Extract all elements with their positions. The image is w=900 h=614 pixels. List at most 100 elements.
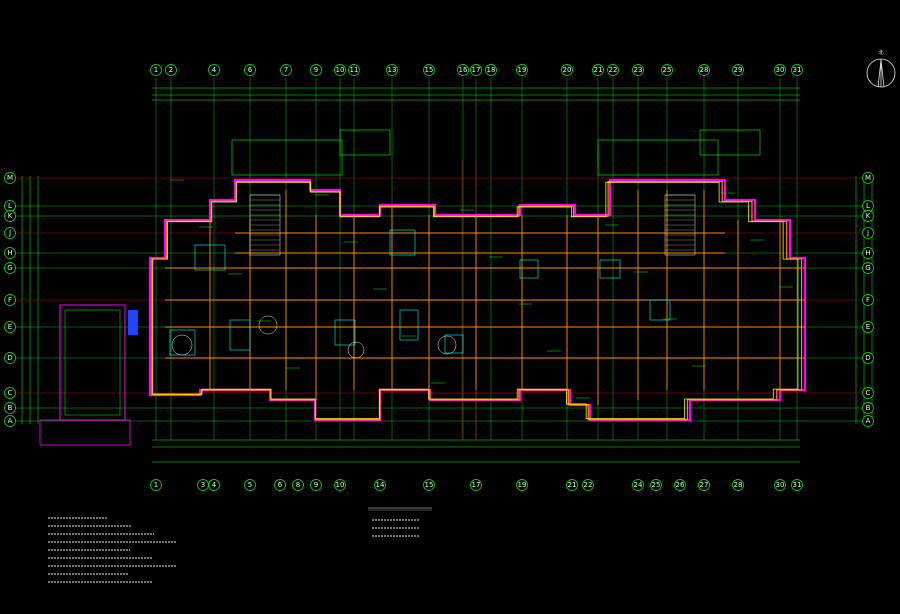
furniture-block: [444, 334, 464, 354]
staircase: [664, 194, 696, 256]
axis-bubble-bottom: 21: [566, 479, 578, 491]
axis-bubble-bottom: 24: [632, 479, 644, 491]
axis-bubble-label: C: [8, 389, 13, 397]
axis-bubble-circle: [862, 247, 874, 259]
axis-bubble-right: D: [862, 352, 874, 364]
axis-bubble-label: 22: [609, 66, 618, 74]
axis-bubble-circle: [470, 64, 482, 76]
axis-bubble-circle: [274, 479, 286, 491]
axis-bubble-circle: [561, 64, 573, 76]
axis-bubble-bottom: 28: [732, 479, 744, 491]
axis-bubble-label: 31: [793, 481, 802, 489]
axis-bubble-top: 17: [470, 64, 482, 76]
axis-bubble-top: 15: [423, 64, 435, 76]
drawing-title: [368, 507, 432, 511]
axis-bubble-left: A: [4, 415, 16, 427]
balcony-outline: [597, 139, 719, 176]
axis-bubble-top: 23: [632, 64, 644, 76]
axis-bubble-label: A: [8, 417, 13, 425]
axis-bubble-bottom: 6: [274, 479, 286, 491]
axis-bubble-circle: [791, 479, 803, 491]
axis-bubble-bottom: 8: [292, 479, 304, 491]
axis-bubble-circle: [698, 64, 710, 76]
axis-bubble-left: F: [4, 294, 16, 306]
axis-bubble-circle: [774, 64, 786, 76]
fixture-circle: [347, 341, 365, 359]
axis-bubble-right: B: [862, 402, 874, 414]
axis-bubble-circle: [208, 479, 220, 491]
axis-bubble-right: A: [862, 415, 874, 427]
axis-bubble-bottom: 10: [334, 479, 346, 491]
drawing-notes: [48, 517, 420, 583]
axis-bubble-circle: [165, 64, 177, 76]
axis-bubble-circle: [674, 479, 686, 491]
axis-bubble-label: 23: [634, 66, 643, 74]
axis-bubble-circle: [732, 64, 744, 76]
axis-bubble-label: 11: [350, 66, 359, 74]
axis-bubble-circle: [862, 227, 874, 239]
axis-bubble-label: 22: [584, 481, 593, 489]
staircase: [249, 194, 281, 256]
axis-bubble-top: 9: [310, 64, 322, 76]
axis-bubble-top: 22: [607, 64, 619, 76]
north-arrow-icon: 北: [866, 49, 896, 88]
axis-bubble-label: J: [8, 229, 11, 237]
axis-bubble-label: 10: [336, 481, 345, 489]
axis-bubble-top: 29: [732, 64, 744, 76]
axis-bubble-circle: [650, 479, 662, 491]
axis-bubble-circle: [791, 64, 803, 76]
axis-bubble-label: 18: [487, 66, 496, 74]
axis-bubble-label: 19: [518, 66, 527, 74]
balcony-outline: [699, 129, 761, 156]
axis-bubble-circle: [862, 172, 874, 184]
svg-text:北: 北: [878, 49, 883, 56]
axis-bubble-circle: [862, 402, 874, 414]
axis-bubble-circle: [607, 64, 619, 76]
axis-bubble-label: 8: [296, 481, 300, 489]
axis-bubble-circle: [4, 387, 16, 399]
axis-bubble-label: D: [7, 354, 12, 362]
furniture-block: [649, 299, 671, 321]
axis-bubble-circle: [516, 64, 528, 76]
furniture-block: [519, 259, 539, 279]
axis-bubble-label: 2: [169, 66, 173, 74]
axis-bubble-circle: [566, 479, 578, 491]
axis-bubble-bottom: 19: [516, 479, 528, 491]
axis-bubble-circle: [4, 262, 16, 274]
axis-bubble-circle: [862, 294, 874, 306]
axis-bubble-left: J: [4, 227, 16, 239]
axis-bubble-label: 10: [336, 66, 345, 74]
axis-bubble-right: F: [862, 294, 874, 306]
axis-bubble-label: 27: [700, 481, 709, 489]
axis-bubble-circle: [4, 321, 16, 333]
axis-bubble-circle: [150, 479, 162, 491]
axis-bubble-circle: [374, 479, 386, 491]
axis-bubble-circle: [150, 64, 162, 76]
axis-bubble-bottom: 26: [674, 479, 686, 491]
axis-bubble-right: M: [862, 172, 874, 184]
axis-bubble-label: 20: [563, 66, 572, 74]
axis-bubble-circle: [244, 64, 256, 76]
axis-bubble-circle: [632, 479, 644, 491]
axis-bubble-label: 6: [248, 66, 253, 74]
axis-bubble-bottom: 9: [310, 479, 322, 491]
axis-bubble-right: E: [862, 321, 874, 333]
balcony-outline: [339, 129, 391, 156]
furniture-block: [229, 319, 251, 351]
axis-bubble-circle: [334, 479, 346, 491]
axis-bubble-label: F: [8, 296, 12, 304]
axis-bubble-circle: [862, 352, 874, 364]
axis-bubble-label: 28: [734, 481, 743, 489]
axis-bubble-circle: [310, 479, 322, 491]
axis-bubble-label: L: [866, 202, 870, 210]
axis-bubble-circle: [862, 415, 874, 427]
axis-bubble-circle: [423, 64, 435, 76]
axis-bubble-top: 25: [661, 64, 673, 76]
furniture-block: [399, 309, 419, 341]
axis-bubble-circle: [661, 64, 673, 76]
axis-bubble-label: 15: [425, 66, 434, 74]
axis-bubble-top: 28: [698, 64, 710, 76]
axis-bubble-left: M: [4, 172, 16, 184]
